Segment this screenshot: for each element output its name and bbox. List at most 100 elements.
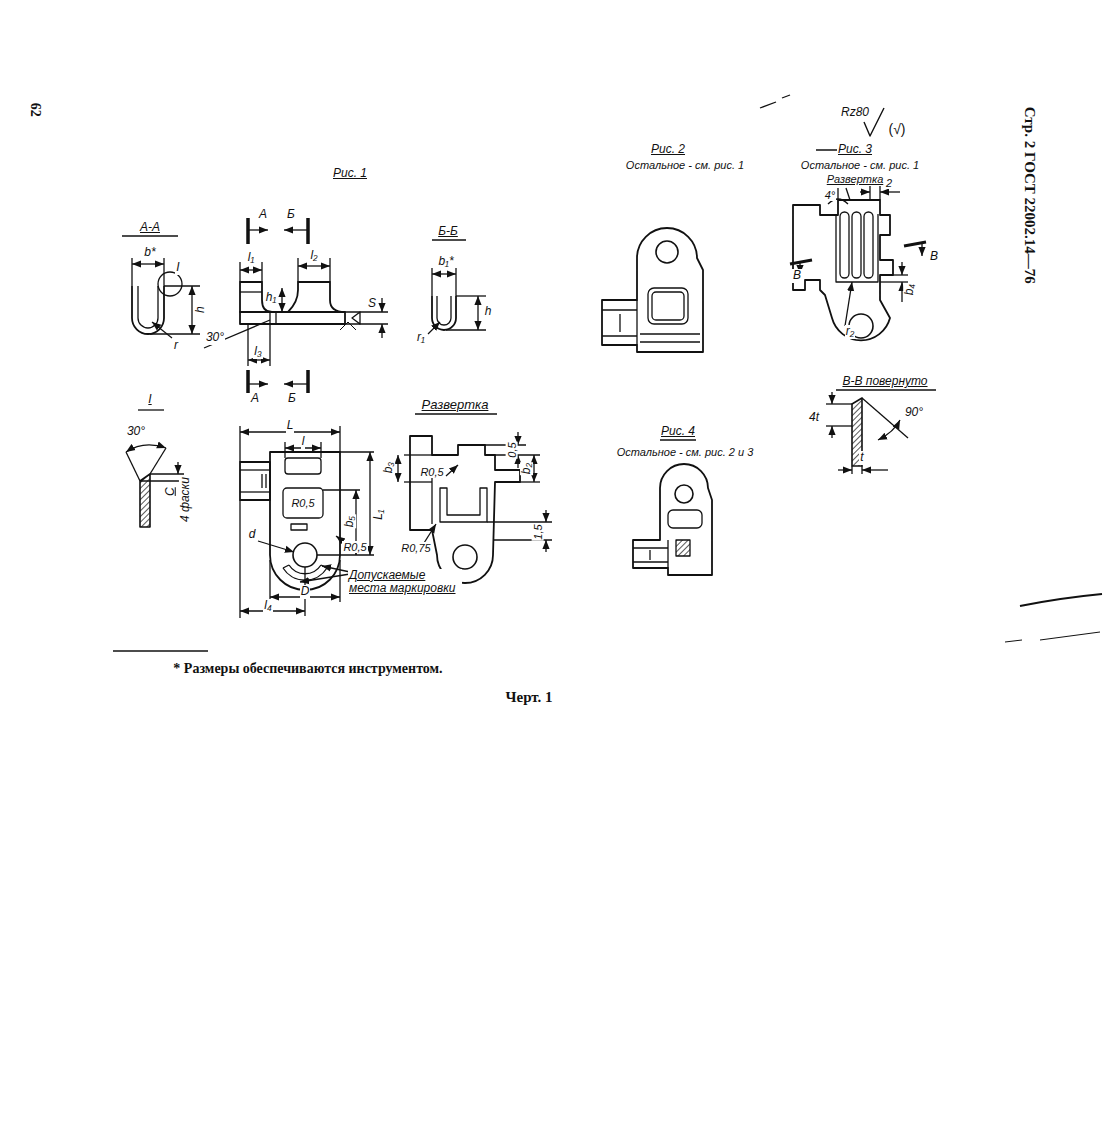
figure-2-part bbox=[636, 300, 637, 345]
front-view bbox=[306, 370, 310, 393]
figure-2-part bbox=[656, 241, 678, 263]
view-title: Развертка bbox=[826, 173, 885, 185]
front-view bbox=[248, 229, 268, 230]
flat-pattern bbox=[410, 436, 520, 583]
section-a bbox=[158, 272, 182, 296]
flat-pattern bbox=[398, 414, 552, 583]
section-b bbox=[432, 296, 456, 330]
dimension-label: h bbox=[484, 305, 493, 318]
front-view bbox=[284, 229, 308, 230]
dimension-label: 1,5 bbox=[532, 523, 544, 540]
dimension-label: r₁ bbox=[416, 331, 426, 344]
front-view bbox=[281, 288, 282, 312]
view-title: Б-Б bbox=[437, 225, 459, 238]
dimension-label: В bbox=[792, 269, 802, 282]
flat-pattern bbox=[397, 455, 398, 482]
figure-3-flat bbox=[901, 262, 902, 275]
flat-pattern bbox=[453, 545, 477, 569]
drawing-sheet bbox=[113, 95, 1102, 651]
plan-view bbox=[240, 462, 270, 500]
dimension-label: А bbox=[258, 208, 268, 221]
front-view bbox=[204, 218, 388, 393]
plan-view bbox=[300, 574, 350, 582]
section-v bbox=[878, 420, 900, 440]
section-a bbox=[122, 235, 178, 236]
front-view bbox=[246, 218, 250, 244]
plan-view bbox=[291, 524, 307, 530]
figure-3-flat bbox=[852, 212, 861, 278]
section-a bbox=[163, 258, 164, 286]
figure-2-part bbox=[602, 335, 637, 336]
plan-view bbox=[265, 474, 266, 488]
view-title: Рис. 3 bbox=[837, 143, 873, 156]
flat-pattern bbox=[404, 481, 432, 482]
figure-2-part bbox=[602, 309, 637, 310]
figure-4-part bbox=[667, 540, 668, 568]
figure-3-flat bbox=[869, 186, 870, 200]
front-view bbox=[352, 312, 360, 324]
dimension-label: Остальное - см. рис. 2 и 3 bbox=[616, 446, 755, 458]
dimension-label: 90° bbox=[904, 406, 924, 419]
figure-3-flat bbox=[860, 191, 870, 192]
section-b bbox=[431, 268, 432, 296]
section-v bbox=[862, 398, 908, 438]
front-view bbox=[269, 312, 270, 324]
section-b bbox=[455, 268, 456, 296]
dimension-label: D bbox=[300, 585, 311, 598]
front-view bbox=[275, 312, 276, 324]
figure-3-flat bbox=[864, 212, 873, 278]
figure-3-flat bbox=[790, 150, 926, 340]
detail-i bbox=[140, 474, 150, 527]
figure-3-flat bbox=[840, 212, 849, 278]
footnote-rule bbox=[1040, 632, 1100, 640]
dimension-label: 4 фаски bbox=[179, 476, 192, 523]
dimension-label: h₁ bbox=[265, 291, 277, 304]
plan-view bbox=[322, 566, 350, 572]
figure-4-part bbox=[633, 440, 712, 575]
dimension-label: r₂ bbox=[845, 325, 856, 338]
dimension-label: 30° bbox=[126, 425, 146, 438]
plan-view bbox=[261, 474, 262, 488]
front-view bbox=[240, 291, 262, 292]
view-title: С bbox=[163, 487, 176, 498]
plan-view bbox=[239, 500, 240, 618]
figure-4-part bbox=[660, 439, 696, 440]
footnote-rule bbox=[1020, 594, 1102, 606]
figure-2-part bbox=[619, 314, 620, 332]
plan-view bbox=[284, 442, 285, 458]
dimension-label: 62 bbox=[27, 102, 42, 118]
dimension-label: R0,5 bbox=[419, 466, 444, 478]
dimension-label: r bbox=[173, 339, 179, 352]
front-view bbox=[248, 359, 270, 360]
section-b bbox=[437, 296, 451, 325]
dimension-label: R0,5 bbox=[342, 541, 367, 553]
footnote-rule bbox=[113, 594, 1102, 651]
dimension-label: R0,75 bbox=[400, 542, 431, 554]
section-a bbox=[122, 236, 200, 338]
front-view bbox=[381, 298, 382, 312]
figure-3-flat bbox=[793, 200, 893, 340]
section-a bbox=[132, 263, 164, 264]
dimension-label: (√) bbox=[887, 122, 906, 137]
dimension-label: Стр. 2 ГОСТ 22002.14—76 bbox=[1022, 105, 1039, 284]
section-b bbox=[432, 273, 456, 274]
plan-view bbox=[340, 451, 374, 452]
section-b bbox=[428, 322, 440, 334]
dimension-label: Rz80 bbox=[840, 106, 870, 119]
plan-view bbox=[258, 541, 294, 552]
dimension-label: l₁ bbox=[247, 251, 255, 264]
dimension-label: Остальное - см. рис. 1 bbox=[800, 159, 920, 171]
figure-2-part bbox=[648, 288, 688, 324]
detail-i bbox=[126, 445, 166, 452]
detail-i bbox=[177, 462, 178, 474]
front-view bbox=[298, 265, 330, 266]
front-view bbox=[248, 383, 268, 384]
plan-view bbox=[283, 565, 289, 568]
dimension-label: b₄ bbox=[903, 283, 916, 296]
figure-4-part bbox=[633, 547, 668, 548]
dimension-label: * Размеры обеспечиваются инструментом. bbox=[172, 661, 443, 676]
dimension-label: l bbox=[301, 435, 306, 448]
detail-i bbox=[138, 409, 164, 410]
plan-view bbox=[240, 491, 270, 492]
